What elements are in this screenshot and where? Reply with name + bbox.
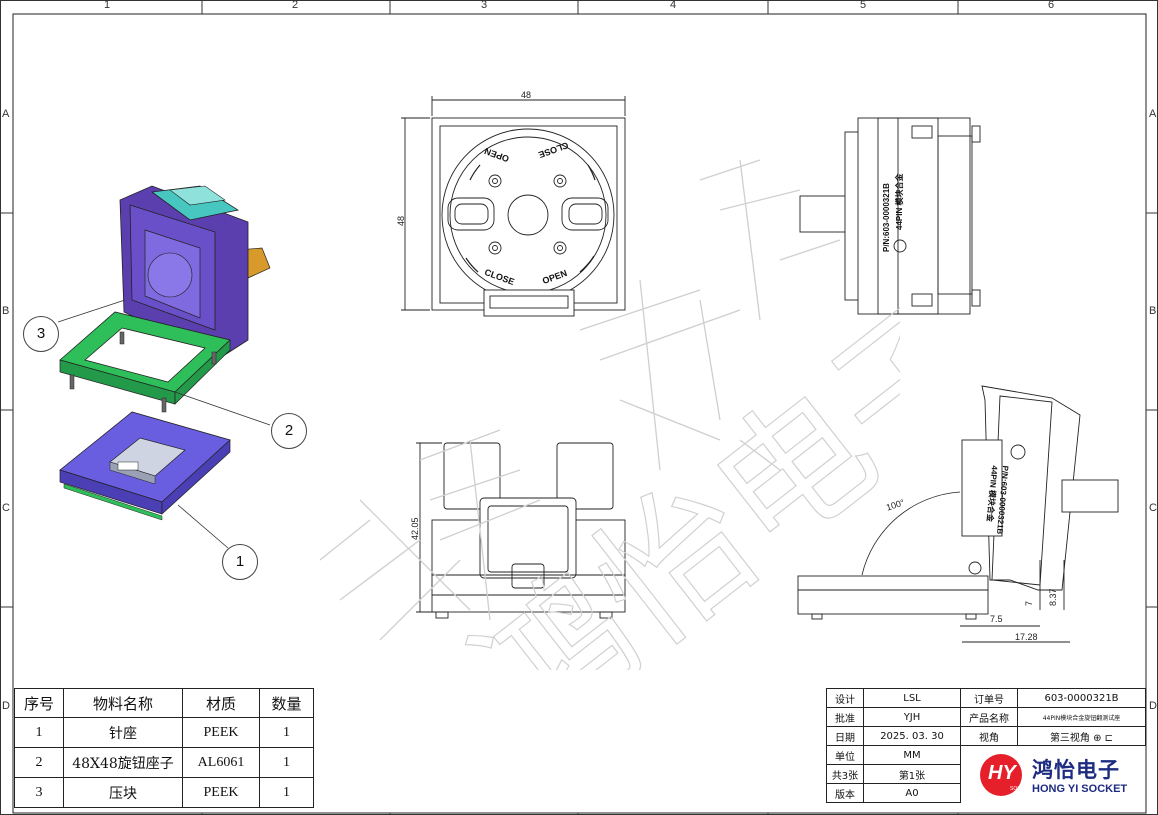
- company-logo: HY SOCKET 鸿怡电子 HONG YI SOCKET: [980, 752, 1140, 798]
- date-label: 日期: [826, 726, 864, 746]
- row-label-b: B: [2, 305, 10, 317]
- column-label-6: 6: [1048, 0, 1055, 11]
- bom-table: 序号 物料名称 材质 数量 1 针座 PEEK 1 2 48X48旋钮座子 AL…: [14, 688, 314, 808]
- dim-17-28: 17.28: [1015, 632, 1038, 642]
- product-label: 产品名称: [960, 707, 1018, 727]
- column-label-2: 2: [292, 0, 299, 11]
- watermark-strokes: [319, 159, 841, 641]
- bom-no: 1: [14, 717, 64, 748]
- third-angle-projection-icon: ⊕ ⊏: [1093, 732, 1114, 744]
- row-label-a-right: A: [1149, 108, 1157, 120]
- column-label-5: 5: [860, 0, 867, 11]
- row-label-d-right: D: [1149, 700, 1157, 712]
- engraving-pin-side: 44PIN 模块合金: [895, 173, 904, 230]
- view-value: 第三视角 ⊕ ⊏: [1017, 726, 1146, 746]
- dim-top-height: 48: [396, 215, 406, 226]
- product-value: 44PIN模块合金旋钮翻测试座: [1017, 707, 1146, 727]
- bom-material: PEEK: [182, 717, 260, 748]
- dim-8-37: 8.37: [1048, 588, 1058, 606]
- bom-material: PEEK: [182, 777, 260, 808]
- column-label-4: 4: [670, 0, 677, 11]
- engraving-pn-side: P/N:603-0000321B: [882, 183, 891, 252]
- logo-mark-text: HY: [988, 762, 1016, 784]
- logo-mark-icon: [980, 754, 1022, 796]
- bom-qty: 1: [259, 717, 314, 748]
- sheets-label: 共3张: [826, 764, 864, 784]
- bom-no: 3: [14, 777, 64, 808]
- table-row: 2 48X48旋钮座子 AL6061 1: [14, 747, 314, 778]
- dim-7: 7: [1024, 600, 1034, 606]
- sheet-value: 第1张: [863, 764, 961, 784]
- rev-value: A0: [863, 783, 961, 803]
- logo-mark-small: SOCKET: [1010, 786, 1031, 792]
- rev-label: 版本: [826, 783, 864, 803]
- date-value: 2025. 03. 30: [863, 726, 961, 746]
- column-label-3: 3: [481, 0, 488, 11]
- callout-1: 1: [222, 544, 258, 580]
- table-row: 3 压块 PEEK 1: [14, 777, 314, 808]
- callout-2: 2: [271, 413, 307, 449]
- open-side-view: [797, 385, 1119, 643]
- order-value: 603-0000321B: [1017, 688, 1146, 708]
- dim-top-width: 48: [521, 90, 532, 100]
- bom-name: 48X48旋钮座子: [63, 747, 183, 778]
- bom-header-no: 序号: [14, 688, 64, 718]
- bom-name: 压块: [63, 777, 183, 808]
- design-label: 设计: [826, 688, 864, 708]
- logo-name-en: HONG YI SOCKET: [1032, 783, 1128, 795]
- bom-no: 2: [14, 747, 64, 778]
- unit-label: 单位: [826, 745, 864, 765]
- bom-material: AL6061: [182, 747, 260, 778]
- isometric-assembly: [59, 185, 271, 521]
- bom-qty: 1: [259, 777, 314, 808]
- row-label-b-right: B: [1149, 305, 1157, 317]
- row-label-a: A: [2, 108, 10, 120]
- top-view: [401, 96, 626, 317]
- side-view: [799, 117, 981, 315]
- bom-qty: 1: [259, 747, 314, 778]
- bom-header-row: 序号 物料名称 材质 数量: [14, 688, 314, 718]
- design-value: LSL: [863, 688, 961, 708]
- column-label-1: 1: [104, 0, 111, 11]
- logo-name-cn: 鸿怡电子: [1032, 758, 1120, 782]
- bom-name: 针座: [63, 717, 183, 748]
- dim-7-5: 7.5: [990, 614, 1003, 624]
- title-block: 设计 LSL 订单号 603-0000321B 批准 YJH 产品名称 44PI…: [826, 688, 1146, 803]
- row-label-c-right: C: [1149, 502, 1157, 514]
- view-label: 视角: [960, 726, 1018, 746]
- dim-front-height: 42.05: [410, 517, 420, 540]
- approve-label: 批准: [826, 707, 864, 727]
- row-label-d: D: [2, 700, 10, 712]
- view-value-text: 第三视角: [1049, 732, 1090, 744]
- order-label: 订单号: [960, 688, 1018, 708]
- unit-value: MM: [863, 745, 961, 765]
- bom-header-qty: 数量: [259, 688, 314, 718]
- row-label-c: C: [2, 502, 10, 514]
- callout-3: 3: [23, 316, 59, 352]
- front-view: [416, 442, 626, 619]
- bom-header-name: 物料名称: [63, 688, 183, 718]
- table-row: 1 针座 PEEK 1: [14, 717, 314, 748]
- bom-header-material: 材质: [182, 688, 260, 718]
- approve-value: YJH: [863, 707, 961, 727]
